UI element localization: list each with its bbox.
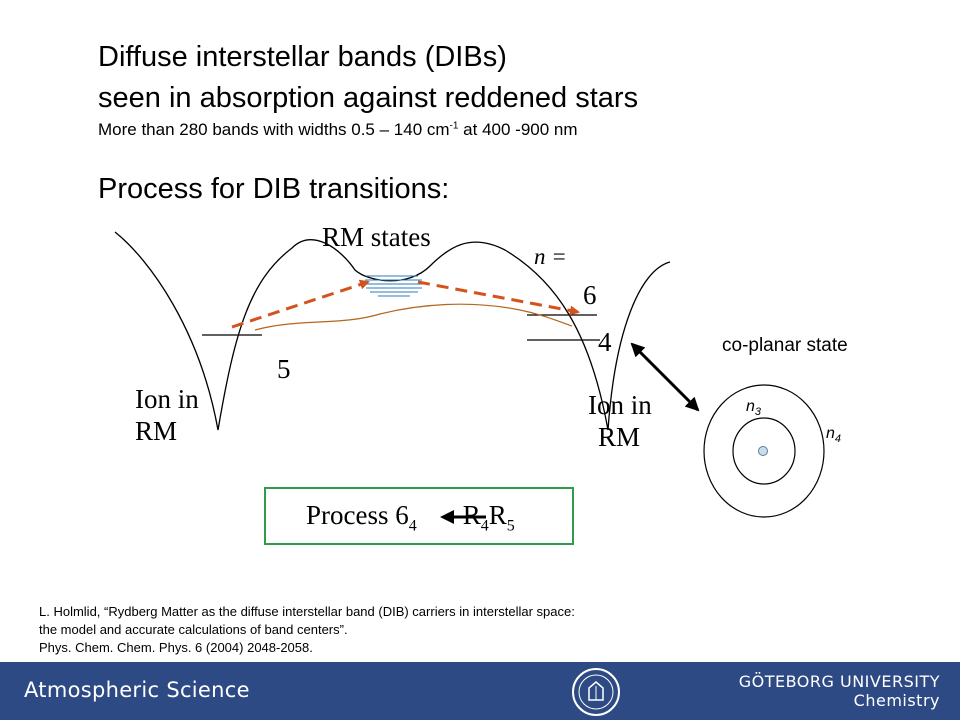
process-sub-1: 4 bbox=[408, 517, 417, 535]
process-prefix: Process 6 bbox=[306, 500, 409, 530]
nucleus-dot bbox=[758, 446, 768, 456]
orbit-curve bbox=[254, 303, 573, 331]
inner-orbit-circle bbox=[732, 417, 796, 485]
n-equals-label: n = bbox=[534, 244, 567, 269]
process-heading: Process for DIB transitions: bbox=[98, 173, 450, 205]
footer-bar: Atmospheric Science GÖTEBORG UNIVERSITY … bbox=[0, 662, 960, 720]
footer-department: Chemistry bbox=[853, 691, 940, 710]
n4-label: n4 bbox=[826, 425, 841, 445]
process-r1: R bbox=[462, 500, 481, 530]
title-line-2: seen in absorption against reddened star… bbox=[98, 82, 639, 114]
n3-base: n bbox=[746, 398, 755, 415]
process-sub-2: 4 bbox=[480, 517, 489, 535]
subtitle-superscript: -1 bbox=[449, 120, 459, 132]
reference-line-2: the model and accurate calculations of b… bbox=[39, 622, 348, 637]
level-6-label: 6 bbox=[583, 280, 597, 310]
reference-citation: L. Holmlid, “Rydberg Matter as the diffu… bbox=[39, 603, 575, 657]
footer-atmospheric-science: Atmospheric Science bbox=[24, 678, 250, 702]
title-line-1: Diffuse interstellar bands (DIBs) bbox=[98, 41, 507, 73]
coplanar-state-label: co-planar state bbox=[722, 335, 848, 356]
ion-right-line1: Ion in bbox=[588, 390, 652, 420]
process-sub-3: 5 bbox=[506, 517, 515, 535]
ion-left-line2: RM bbox=[135, 416, 177, 446]
rm-states-band bbox=[364, 275, 424, 297]
rydberg-matter-diagram: RM states n = 6 4 5 Ion in RM Ion in RM bbox=[114, 222, 825, 518]
process-r2: R bbox=[488, 500, 507, 530]
subtitle: More than 280 bands with widths 0.5 – 14… bbox=[98, 120, 578, 140]
level-4-label: 4 bbox=[598, 327, 612, 357]
level-5-label: 5 bbox=[277, 354, 291, 384]
process-box bbox=[264, 487, 574, 545]
subtitle-text: More than 280 bands with widths 0.5 – 14… bbox=[98, 120, 450, 139]
footer-university-name: GÖTEBORG UNIVERSITY bbox=[738, 672, 940, 691]
n4-subscript: 4 bbox=[834, 433, 842, 446]
double-arrow bbox=[630, 342, 700, 412]
footer-university: GÖTEBORG UNIVERSITY Chemistry bbox=[739, 672, 940, 710]
rm-states-label: RM states bbox=[322, 222, 431, 252]
university-seal-icon bbox=[572, 668, 620, 716]
subtitle-text-after: at 400 -900 nm bbox=[458, 120, 578, 139]
outer-orbit-circle bbox=[703, 384, 825, 518]
ion-right-line2: RM bbox=[598, 422, 640, 452]
ion-left-line1: Ion in bbox=[135, 384, 199, 414]
reference-line-3: Phys. Chem. Chem. Phys. 6 (2004) 2048-20… bbox=[39, 640, 313, 655]
reference-line-1: L. Holmlid, “Rydberg Matter as the diffu… bbox=[39, 604, 575, 619]
n3-subscript: 3 bbox=[754, 406, 762, 419]
dashed-arrow-across bbox=[417, 280, 580, 316]
dashed-arrow-up bbox=[231, 279, 370, 329]
n4-base: n bbox=[826, 425, 835, 442]
n3-label: n3 bbox=[746, 398, 761, 418]
